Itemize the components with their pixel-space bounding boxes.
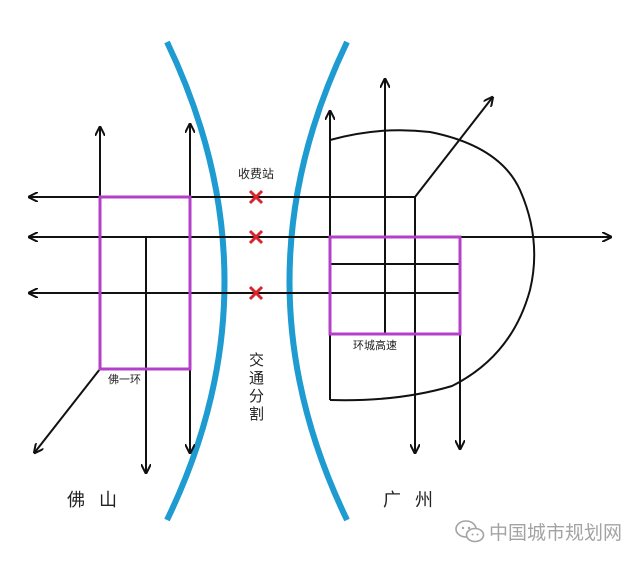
- watermark: 中国城市规划网: [455, 518, 622, 545]
- toll-station-label: 收费站: [238, 167, 275, 181]
- guangzhou-boundary: [329, 129, 536, 402]
- guangzhou-ring-road: [328, 235, 462, 336]
- wechat-icon: [455, 519, 485, 542]
- traffic-divide-label: 交通分割: [247, 352, 265, 424]
- guangzhou-ring-label: 环城高速: [353, 339, 397, 352]
- toll-mark-2: [248, 229, 264, 245]
- foshan-ring-road: [98, 195, 192, 371]
- foshan-label: 佛山: [67, 490, 131, 511]
- watermark-text: 中国城市规划网: [488, 522, 622, 544]
- road-gz-diagonal: [414, 98, 492, 198]
- guangzhou-label: 广州: [383, 490, 447, 511]
- toll-mark-1: [248, 189, 264, 205]
- road-fs-diagonal: [35, 368, 101, 452]
- foshan-ring-label: 佛一环: [108, 373, 141, 386]
- toll-mark-3: [248, 285, 264, 301]
- divide-arc-right: [286, 40, 350, 522]
- divide-arc-left: [164, 40, 228, 522]
